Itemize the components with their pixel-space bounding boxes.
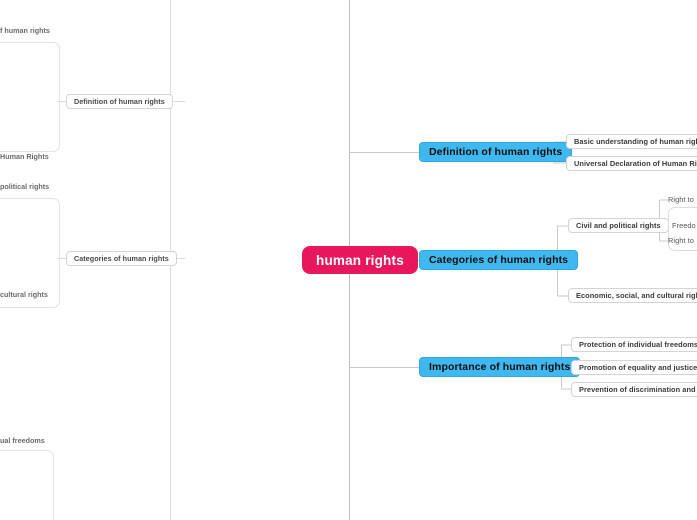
background-node-definition[interactable]: Definition of human rights — [66, 94, 173, 109]
leaf-node-universal-declaration[interactable]: Universal Declaration of Human Rights — [566, 156, 697, 171]
leaf-node-right-to-1[interactable]: Right to — [668, 195, 694, 204]
background-label-universal-declaration: Human Rights — [0, 152, 49, 161]
background-label-civil-political: political rights — [0, 182, 50, 191]
leaf-node-basic-understanding[interactable]: Basic understanding of human rights — [566, 134, 697, 149]
leaf-node-civil-and-political-rights[interactable]: Civil and political rights — [568, 218, 669, 233]
leaf-node-protection-of-individual-freedoms[interactable]: Protection of individual freedoms — [571, 337, 697, 352]
background-label-individual-freedoms: ual freedoms — [0, 436, 45, 445]
branch-node-importance-of-human-rights[interactable]: Importance of human rights — [419, 357, 581, 377]
root-node-human-rights[interactable]: human rights — [303, 247, 417, 273]
leaf-node-economic-social-cultural-rights[interactable]: Economic, social, and cultural rights — [568, 288, 697, 303]
background-label-economic-cultural: cultural rights — [0, 290, 48, 299]
leaf-node-freedom[interactable]: Freedo — [672, 221, 696, 230]
grandchild-group-box — [668, 207, 697, 251]
background-group-box-definition — [0, 42, 60, 152]
background-group-box-categories — [0, 198, 60, 308]
branch-node-definition-of-human-rights[interactable]: Definition of human rights — [419, 142, 573, 162]
background-label-basic-understanding: f human rights — [0, 26, 50, 35]
leaf-node-promotion-of-equality-and-justice[interactable]: Promotion of equality and justice — [571, 360, 697, 375]
branch-node-categories-of-human-rights[interactable]: Categories of human rights — [419, 250, 579, 270]
leaf-node-prevention-of-discrimination[interactable]: Prevention of discrimination and oppre — [571, 382, 697, 397]
background-group-box-importance — [0, 450, 54, 520]
leaf-node-right-to-2[interactable]: Right to — [668, 236, 694, 245]
background-node-categories[interactable]: Categories of human rights — [66, 251, 177, 266]
